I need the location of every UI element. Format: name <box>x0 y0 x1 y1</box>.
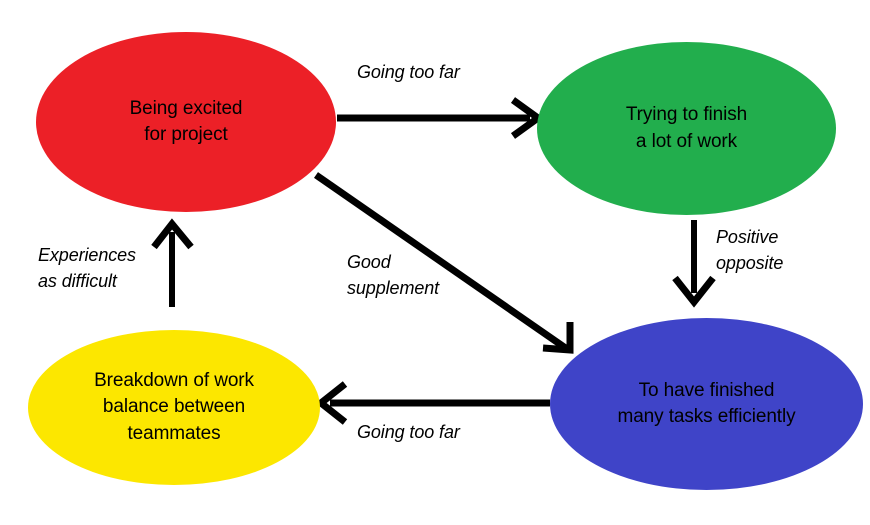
arrow-trying-to-finished <box>672 220 716 308</box>
node-being-excited-for-project[interactable]: Being excited for project <box>36 32 336 212</box>
node-label: Being excited for project <box>129 97 243 145</box>
node-label: Breakdown of work balance between teamma… <box>94 370 254 444</box>
arrow-breakdown-to-excited <box>151 218 194 307</box>
node-breakdown-of-work-balance-between-teammates[interactable]: Breakdown of work balance between teamma… <box>28 330 320 485</box>
arrow-excited-to-trying <box>337 97 544 139</box>
edge-label-positive-opposite: Positive opposite <box>716 227 784 273</box>
edge-label-going-too-far-top: Going too far <box>357 62 460 82</box>
edge-label-experiences-as-difficult: Experiences as difficult <box>38 245 136 291</box>
edge-label-going-too-far-bottom: Going too far <box>357 422 460 442</box>
arrow-finished-to-breakdown <box>315 381 550 425</box>
node-to-have-finished-many-tasks-efficiently[interactable]: To have finished many tasks efficiently <box>550 318 863 490</box>
node-label: Trying to finish a lot of work <box>625 104 748 152</box>
node-trying-to-finish-a-lot-of-work[interactable]: Trying to finish a lot of work <box>537 42 836 215</box>
node-label: To have finished many tasks efficiently <box>617 379 796 427</box>
edge-label-good-supplement: Good supplement <box>347 252 440 298</box>
